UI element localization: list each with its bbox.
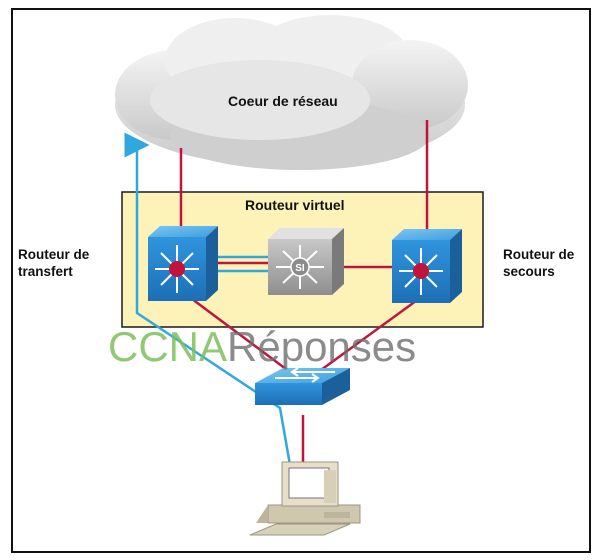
multilayer-switch-icon (148, 226, 218, 301)
svg-text:SI: SI (295, 263, 305, 274)
watermark: CCNARéponses (108, 322, 416, 372)
link-standby-access (309, 296, 421, 380)
standby-router-label: Routeur de secours (503, 247, 575, 279)
cloud-label: Coeur de réseau (228, 93, 338, 109)
link-forwarding-access (179, 288, 299, 380)
cloud-icon (115, 15, 468, 170)
multilayer-switch-icon (392, 229, 462, 303)
watermark-part-2: Réponses (227, 323, 417, 370)
si-switch-icon: SI (268, 228, 344, 295)
workstation-icon (249, 461, 361, 536)
forwarding-router-label: Routeur de transfert (18, 247, 90, 279)
virtual-router-label: Routeur virtuel (245, 197, 345, 213)
workgroup-switch-icon (255, 367, 350, 405)
core-links (179, 120, 429, 465)
watermark-part-1: CCNA (108, 323, 228, 370)
